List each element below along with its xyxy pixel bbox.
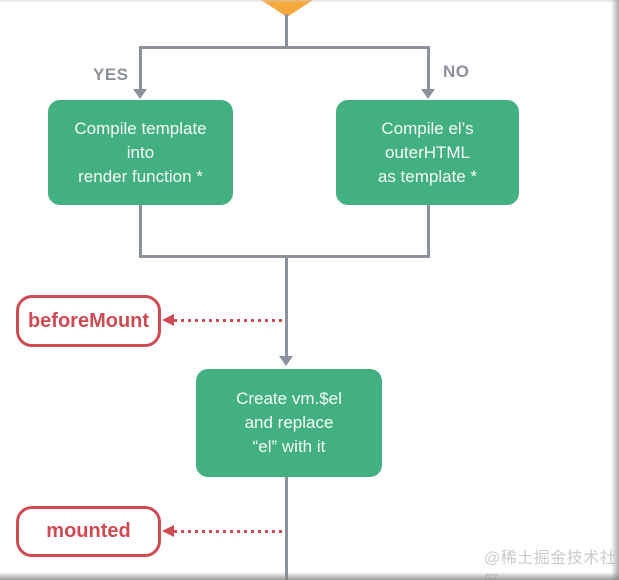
node-text-line: and replace bbox=[244, 413, 334, 432]
node-text-line: Create vm.$el bbox=[236, 389, 342, 408]
hook-label: mounted bbox=[46, 520, 131, 542]
connector-no-down bbox=[427, 205, 430, 257]
connector-branch-horizontal bbox=[139, 46, 430, 49]
diamond-tip-icon bbox=[261, 0, 313, 17]
connector-top-stem bbox=[285, 14, 288, 47]
right-edge-shadow bbox=[611, 0, 619, 580]
arrowhead-no-icon bbox=[421, 89, 435, 99]
node-text-line: as template * bbox=[377, 166, 478, 186]
node-text-line: outerHTML bbox=[384, 142, 471, 162]
node-text-line: Compile template bbox=[74, 118, 207, 138]
dotted-line-mounted bbox=[174, 530, 286, 533]
node-text-line: Compile el’s bbox=[381, 118, 474, 138]
connector-center-lower bbox=[285, 477, 288, 580]
top-edge-border bbox=[0, 0, 619, 2]
hook-before-mount: beforeMount bbox=[16, 295, 161, 347]
node-text-line: render function * bbox=[78, 166, 203, 186]
connector-no-vertical bbox=[427, 46, 430, 91]
node-text-line: into bbox=[126, 142, 155, 162]
node-compile-template: Compile template into render function * bbox=[48, 100, 233, 205]
branch-label-yes: YES bbox=[93, 65, 129, 84]
bottom-edge-shadow bbox=[0, 572, 619, 580]
connector-yes-vertical bbox=[139, 46, 142, 91]
connector-merge-horizontal bbox=[139, 255, 430, 258]
dotted-line-before-mount bbox=[174, 319, 286, 322]
connector-center-upper bbox=[285, 255, 288, 356]
node-create-vm-el: Create vm.$el and replace “el” with it bbox=[196, 369, 382, 477]
hook-mounted: mounted bbox=[16, 506, 161, 557]
arrowhead-before-mount-icon bbox=[162, 314, 174, 326]
node-compile-el-outerhtml: Compile el’s outerHTML as template * bbox=[336, 100, 519, 205]
arrowhead-mounted-icon bbox=[162, 525, 174, 537]
branch-label-no: NO bbox=[443, 62, 470, 81]
arrowhead-center-icon bbox=[279, 356, 293, 366]
hook-label: beforeMount bbox=[27, 309, 150, 332]
node-text-line: “el” with it bbox=[252, 437, 326, 456]
connector-yes-down bbox=[139, 205, 142, 257]
arrowhead-yes-icon bbox=[133, 89, 147, 99]
